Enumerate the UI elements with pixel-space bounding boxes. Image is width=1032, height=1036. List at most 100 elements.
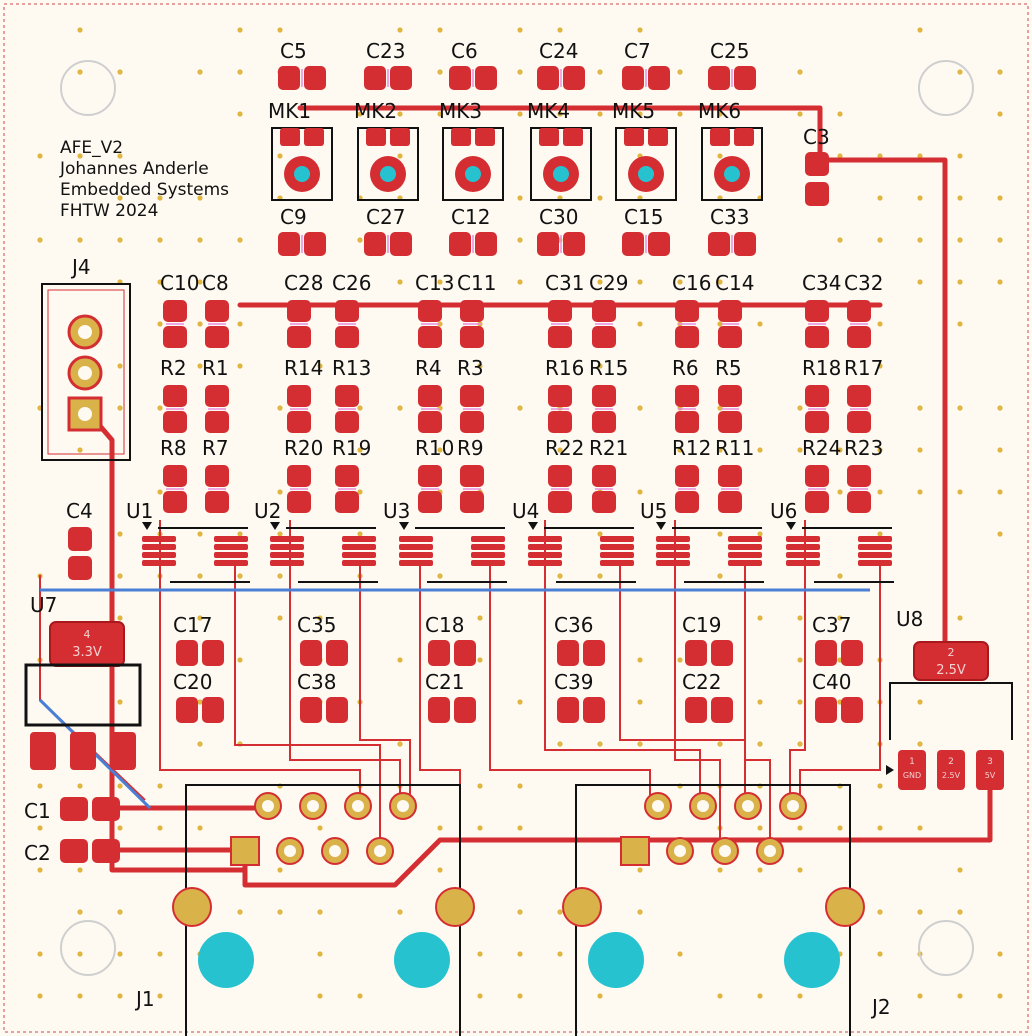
designator: R19 xyxy=(332,436,371,460)
via-dot xyxy=(997,447,1002,452)
via-dot xyxy=(77,993,82,998)
designator: C18 xyxy=(425,613,464,637)
via-dot xyxy=(957,279,962,284)
j1-pin-square xyxy=(231,837,259,865)
via-dot xyxy=(37,783,42,788)
via-dot xyxy=(237,363,242,368)
u8-label: U8 xyxy=(896,607,923,631)
svg-text:C4: C4 xyxy=(66,499,93,523)
via-dot xyxy=(637,27,642,32)
via-dot xyxy=(477,783,482,788)
via-dot xyxy=(37,153,42,158)
via-dot xyxy=(397,405,402,410)
designator: R8 xyxy=(160,436,187,460)
via-dot xyxy=(437,69,442,74)
pad xyxy=(734,66,756,90)
via-dot xyxy=(917,195,922,200)
via-dot xyxy=(117,951,122,956)
svg-text:2: 2 xyxy=(948,757,954,767)
via-dot xyxy=(997,951,1002,956)
j2-mount-hole xyxy=(588,932,644,988)
designator: U3 xyxy=(383,499,410,523)
designator: R21 xyxy=(589,436,628,460)
via-dot xyxy=(997,279,1002,284)
via-dot xyxy=(917,741,922,746)
via-dot xyxy=(117,699,122,704)
via-dot xyxy=(917,993,922,998)
via-dot xyxy=(957,153,962,158)
designator: R14 xyxy=(284,356,323,380)
via-dot xyxy=(797,615,802,620)
via-dot xyxy=(77,867,82,872)
svg-text:C1: C1 xyxy=(24,799,51,823)
via-dot xyxy=(757,993,762,998)
via-dot xyxy=(277,867,282,872)
via-dot xyxy=(237,909,242,914)
mic-drill xyxy=(380,166,396,182)
via-dot xyxy=(597,195,602,200)
via-dot xyxy=(237,27,242,32)
via-dot xyxy=(37,825,42,830)
via-dot xyxy=(77,951,82,956)
designator: C33 xyxy=(710,205,749,229)
via-dot xyxy=(717,867,722,872)
via-dot xyxy=(237,573,242,578)
via-dot xyxy=(597,111,602,116)
designator: U5 xyxy=(640,499,667,523)
via-dot xyxy=(237,237,242,242)
via-dot xyxy=(197,573,202,578)
via-dot xyxy=(397,111,402,116)
via-dot xyxy=(797,993,802,998)
designator: C25 xyxy=(710,39,749,63)
designator: R18 xyxy=(802,356,841,380)
pad xyxy=(278,66,300,90)
via-dot xyxy=(757,321,762,326)
via-dot xyxy=(37,867,42,872)
component-r7: R7 xyxy=(202,436,229,513)
designator: C32 xyxy=(844,271,883,295)
designator: R5 xyxy=(715,356,742,380)
via-dot xyxy=(557,573,562,578)
designator: C36 xyxy=(554,613,593,637)
via-dot xyxy=(117,993,122,998)
designator: C24 xyxy=(539,39,578,63)
via-dot xyxy=(677,69,682,74)
via-dot xyxy=(117,363,122,368)
designator: C14 xyxy=(715,271,754,295)
via-dot xyxy=(597,993,602,998)
designator: C30 xyxy=(539,205,578,229)
via-dot xyxy=(997,531,1002,536)
designator: R22 xyxy=(545,436,584,460)
designator: C22 xyxy=(682,670,721,694)
via-dot xyxy=(957,615,962,620)
j1-mount-hole xyxy=(198,932,254,988)
via-dot xyxy=(197,825,202,830)
pad xyxy=(304,66,326,90)
j1-shield-pin xyxy=(173,888,211,926)
svg-text:3.3V: 3.3V xyxy=(72,645,102,660)
pad xyxy=(622,66,644,90)
via-dot xyxy=(717,153,722,158)
info-line: Embedded Systems xyxy=(60,180,229,200)
designator: C40 xyxy=(812,670,851,694)
component-r1: R1 xyxy=(202,356,229,433)
via-dot xyxy=(877,489,882,494)
svg-text:C2: C2 xyxy=(24,841,51,865)
designator: R11 xyxy=(715,436,754,460)
svg-text:GND: GND xyxy=(903,771,921,780)
via-dot xyxy=(837,825,842,830)
svg-text:2: 2 xyxy=(948,646,955,659)
via-dot xyxy=(957,237,962,242)
designator: C38 xyxy=(297,670,336,694)
u7-label: U7 xyxy=(30,593,57,617)
via-dot xyxy=(197,321,202,326)
designator: R15 xyxy=(589,356,628,380)
designator: R20 xyxy=(284,436,323,460)
via-dot xyxy=(757,741,762,746)
via-dot xyxy=(677,111,682,116)
via-dot xyxy=(517,783,522,788)
designator: MK2 xyxy=(354,99,397,123)
via-dot xyxy=(77,27,82,32)
cap-c3: C3 xyxy=(803,125,830,206)
via-dot xyxy=(877,531,882,536)
